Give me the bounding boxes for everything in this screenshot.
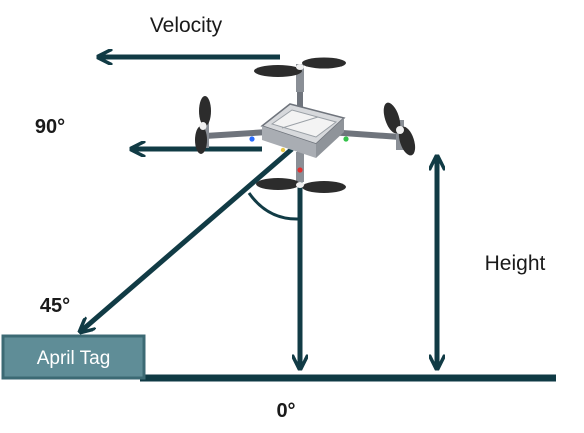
angle-arc xyxy=(247,192,300,221)
angle-45-label: 45° xyxy=(40,295,70,317)
quadcopter-icon xyxy=(195,57,416,193)
velocity-label: Velocity xyxy=(150,14,223,37)
led-yellow xyxy=(280,147,286,153)
height-label: Height xyxy=(485,252,546,275)
angle-90-label: 90° xyxy=(35,116,65,138)
propeller-front xyxy=(256,178,346,193)
motor-back xyxy=(296,64,304,92)
angle-45-arrow xyxy=(80,147,294,332)
drone-body-side xyxy=(262,126,316,158)
drone-body-side-right xyxy=(316,118,344,158)
drone-panel xyxy=(270,109,338,138)
april-tag-box xyxy=(1,334,146,380)
propeller-left xyxy=(195,96,211,154)
led-blue xyxy=(249,136,255,142)
propeller-back xyxy=(254,57,346,77)
led-green xyxy=(343,136,349,142)
april-tag-marker: April Tag xyxy=(1,334,146,380)
led-red xyxy=(297,167,303,173)
drone-panel-divider xyxy=(281,116,319,129)
angle-0-label: 0° xyxy=(276,400,295,422)
propeller-right xyxy=(383,102,416,156)
april-tag-label: April Tag xyxy=(37,348,111,369)
motor-front xyxy=(296,152,304,182)
